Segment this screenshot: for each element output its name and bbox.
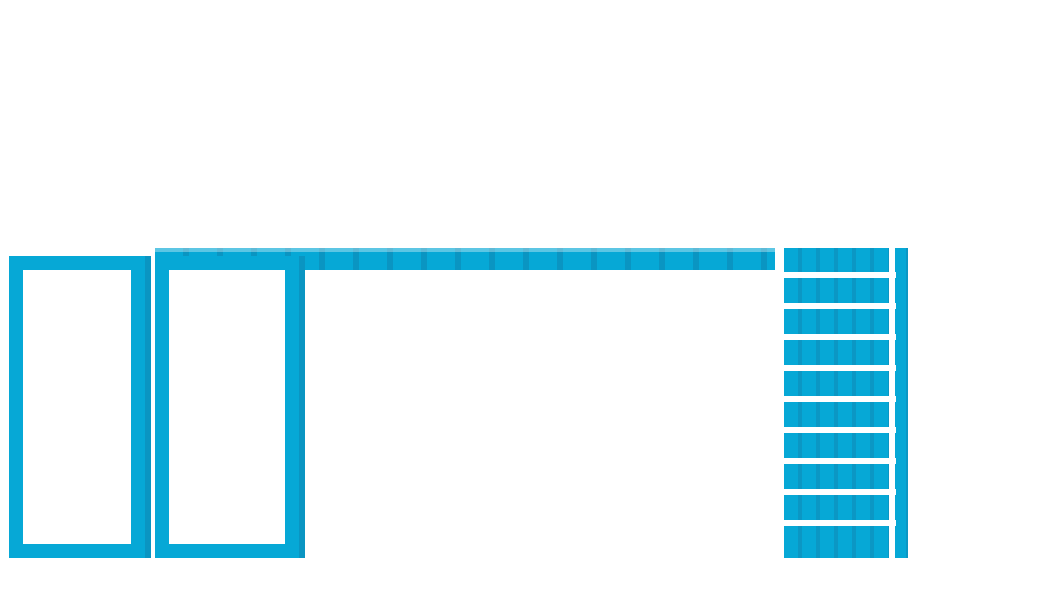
ladder-rung [784, 303, 896, 309]
top-bar-highlight [155, 248, 775, 252]
ladder-rung [784, 396, 896, 402]
ladder-shelf [784, 248, 908, 558]
top-bar [155, 248, 775, 270]
ladder-rung [784, 334, 896, 340]
ladder-rung [784, 272, 896, 278]
ladder-rung [784, 489, 896, 495]
ladder-rung [784, 365, 896, 371]
ladder-rung [784, 520, 896, 526]
ladder-rung [784, 427, 896, 433]
center-door-panel [155, 256, 299, 558]
ladder-post [889, 248, 895, 558]
ladder-rung [784, 458, 896, 464]
left-door-panel [9, 256, 145, 558]
